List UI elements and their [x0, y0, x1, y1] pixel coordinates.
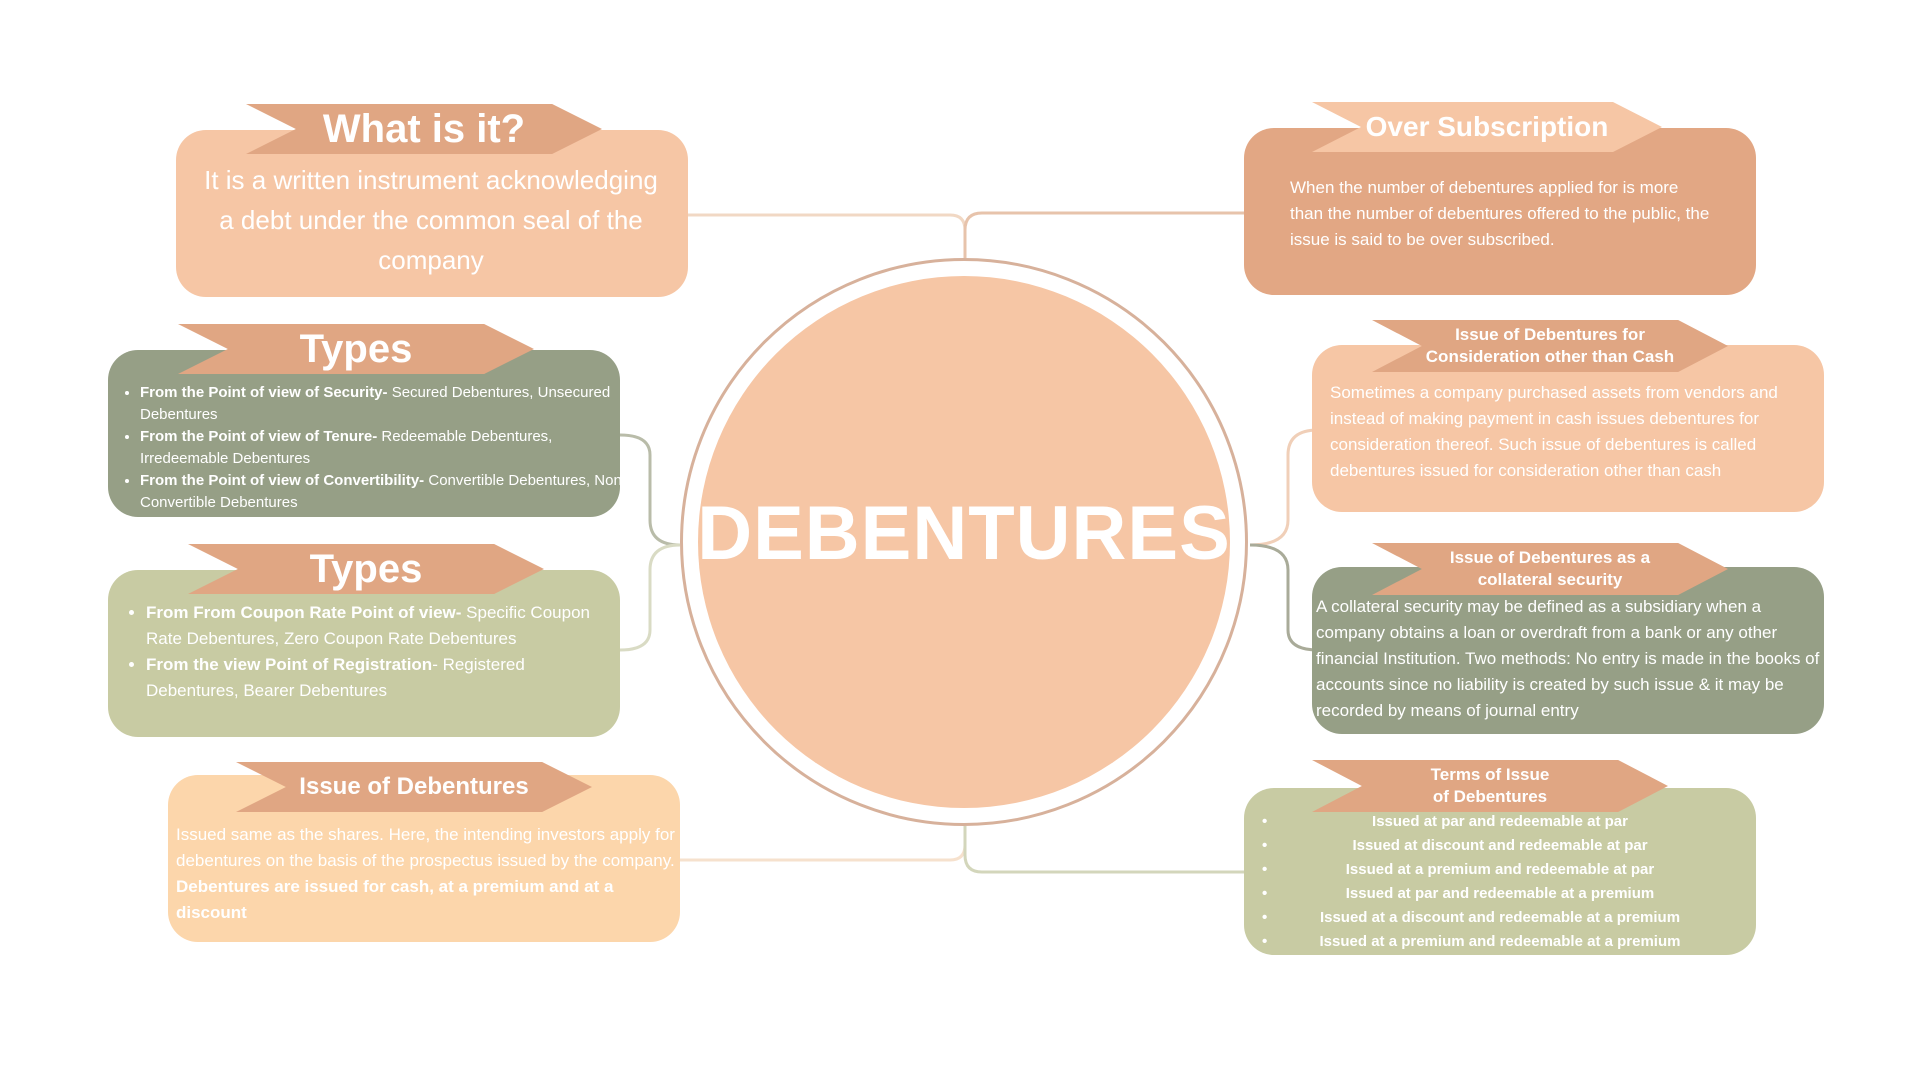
terms-item: Issued at par and redeemable at par	[1250, 810, 1750, 834]
hub-circle	[698, 276, 1230, 808]
types-banner-2: Types	[188, 544, 544, 594]
what-is-it-card	[176, 130, 688, 297]
central-title: DEBENTURES	[697, 491, 1231, 576]
over-subscription-body: When the number of debentures applied fo…	[1290, 178, 1710, 249]
consideration-banner: Issue of Debentures for Consideration ot…	[1372, 320, 1728, 372]
types-tenure-item: From the Point of view of Tenure- Redeem…	[140, 426, 628, 470]
terms-item: Issued at par and redeemable at a premiu…	[1250, 882, 1750, 906]
terms-item: Issued at a premium and redeemable at pa…	[1250, 858, 1750, 882]
terms-body: Issued at par and redeemable at par Issu…	[1250, 810, 1750, 954]
issue-of-debentures-banner: Issue of Debentures	[236, 762, 592, 812]
what-is-it-banner: What is it?	[246, 104, 602, 154]
terms-item: Issued at a discount and redeemable at a…	[1250, 906, 1750, 930]
over-subscription-card	[1244, 128, 1756, 295]
types-convertibility-item: From the Point of view of Convertibility…	[140, 470, 628, 514]
terms-item: Issued at discount and redeemable at par	[1250, 834, 1750, 858]
consideration-card	[1312, 345, 1824, 512]
collateral-body: A collateral security may be defined as …	[1316, 597, 1820, 720]
issue-of-debentures-body: Issued same as the shares. Here, the int…	[176, 825, 675, 922]
types-registration-item: From the view Point of Registration- Reg…	[146, 652, 594, 704]
collateral-banner: Issue of Debentures as a collateral secu…	[1372, 543, 1728, 595]
types-security-body: From the Point of view of Security- Secu…	[118, 382, 628, 514]
over-subscription-banner: Over Subscription	[1312, 102, 1662, 152]
types-coupon-card	[108, 570, 620, 737]
terms-banner: Terms of Issue of Debentures	[1312, 760, 1668, 812]
types-banner-1: Types	[178, 324, 534, 374]
types-coupon-item: From From Coupon Rate Point of view- Spe…	[146, 600, 594, 652]
terms-item: Issued at a premium and redeemable at a …	[1250, 930, 1750, 954]
what-is-it-body: It is a written instrument acknowledging…	[204, 165, 658, 275]
types-coupon-body: From From Coupon Rate Point of view- Spe…	[124, 600, 594, 704]
types-security-item: From the Point of view of Security- Secu…	[140, 382, 628, 426]
consideration-body: Sometimes a company purchased assets fro…	[1330, 383, 1778, 480]
types-security-card	[108, 350, 620, 517]
